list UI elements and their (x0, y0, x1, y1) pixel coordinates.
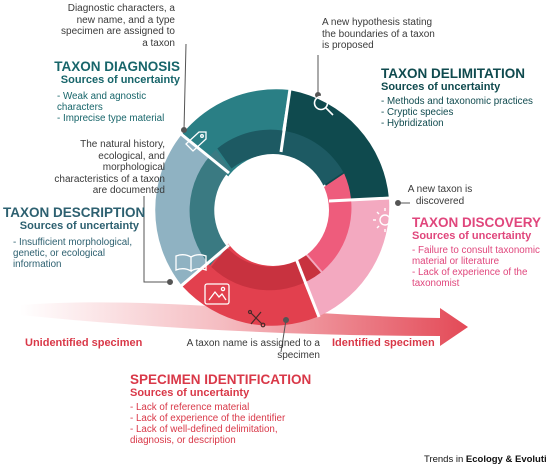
source-item: - Failure to consult taxonomic material … (412, 245, 540, 267)
ring-inner-band-right (306, 173, 352, 272)
source-item: - Weak and agnostic characters (57, 91, 147, 113)
source-item: - Lack of experience of the identifier (130, 413, 286, 424)
connector-description (143, 196, 170, 283)
taxon-description-sources: - Insufficient morphological, genetic, o… (13, 237, 143, 270)
specimen-image-icon (204, 283, 230, 305)
source-item: - Lack of reference material (130, 402, 250, 413)
identification-caption: A taxon name is assigned to a specimen (186, 338, 320, 361)
source-item: - Hybridization (381, 118, 444, 129)
specimen-identification-block: SPECIMEN IDENTIFICATION Sources of uncer… (130, 372, 315, 446)
source-item: - Cryptic species (381, 107, 454, 118)
description-caption: The natural history, ecological, and mor… (54, 139, 165, 196)
ring-inner-band-left (189, 149, 231, 266)
connector-dot-identification (283, 317, 289, 323)
ring-center (217, 154, 329, 266)
connector-diagnosis (183, 43, 187, 131)
taxon-description-subtitle: Sources of uncertainty (19, 220, 139, 232)
identified-specimen-label: Identified specimen (332, 337, 435, 349)
ring-dividers (180, 88, 391, 318)
source-item: - Lack of well-defined delimitation, dia… (130, 424, 278, 446)
source-item: - Imprecise type material (57, 113, 165, 124)
delimitation-caption: A new hypothesis stating the boundaries … (322, 17, 435, 51)
book-icon (175, 254, 207, 273)
source-item: - Lack of experience of the taxonomist (412, 267, 528, 289)
specimen-identification-sources: - Lack of reference material - Lack of e… (130, 402, 315, 446)
ring-inner-band-bottom (211, 247, 321, 291)
ring-segment-delimitation (283, 90, 389, 202)
discovery-caption: A new taxon is discovered (407, 184, 473, 207)
taxon-discovery-title: TAXON DISCOVERY (412, 215, 542, 230)
journal-credit-prefix: Trends in (424, 454, 464, 465)
taxon-diagnosis-subtitle: Sources of uncertainty (60, 74, 180, 86)
journal-credit-name: Ecology & Evolution (465, 454, 547, 465)
ring-segment-discovery (297, 198, 390, 317)
taxon-diagnosis-block: TAXON DIAGNOSIS Sources of uncertainty (10, 59, 180, 87)
specimen-identification-title: SPECIMEN IDENTIFICATION (130, 372, 312, 387)
magnifier-icon (313, 95, 334, 116)
source-item: - Insufficient morphological, genetic, o… (13, 237, 133, 270)
connector-dot-diagnosis (181, 127, 187, 133)
unidentified-specimen-label: Unidentified specimen (25, 337, 143, 349)
taxon-delimitation-block: TAXON DELIMITATION Sources of uncertaint… (381, 66, 533, 129)
journal-credit: Trends in Ecology & Evolution (424, 454, 547, 465)
connector-identification (280, 319, 287, 353)
taxon-discovery-subtitle: Sources of uncertainty (412, 230, 532, 242)
identification-arrow (20, 302, 468, 346)
insect-specimen-icon (247, 309, 266, 328)
taxon-delimitation-sources: - Methods and taxonomic practices - Cryp… (381, 96, 533, 129)
tag-icon (185, 131, 207, 152)
taxon-discovery-sources: - Failure to consult taxonomic material … (412, 245, 540, 289)
taxon-delimitation-subtitle: Sources of uncertainty (381, 81, 501, 93)
source-item: - Methods and taxonomic practices (381, 96, 533, 107)
taxon-diagnosis-title: TAXON DIAGNOSIS (54, 59, 180, 74)
taxon-diagnosis-sources: - Weak and agnostic characters - Impreci… (57, 91, 187, 124)
diagnosis-caption: Diagnostic characters, a new name, and a… (61, 3, 175, 49)
connector-dot-description (167, 279, 173, 285)
connector-dot-discovery (395, 200, 401, 206)
taxon-description-title: TAXON DESCRIPTION (3, 205, 146, 220)
taxon-description-block: TAXON DESCRIPTION Sources of uncertainty (3, 205, 146, 233)
specimen-identification-subtitle: Sources of uncertainty (130, 387, 250, 399)
taxon-discovery-block: TAXON DISCOVERY Sources of uncertainty -… (412, 215, 541, 289)
microbe-icon (373, 208, 397, 232)
taxon-delimitation-title: TAXON DELIMITATION (381, 66, 525, 81)
